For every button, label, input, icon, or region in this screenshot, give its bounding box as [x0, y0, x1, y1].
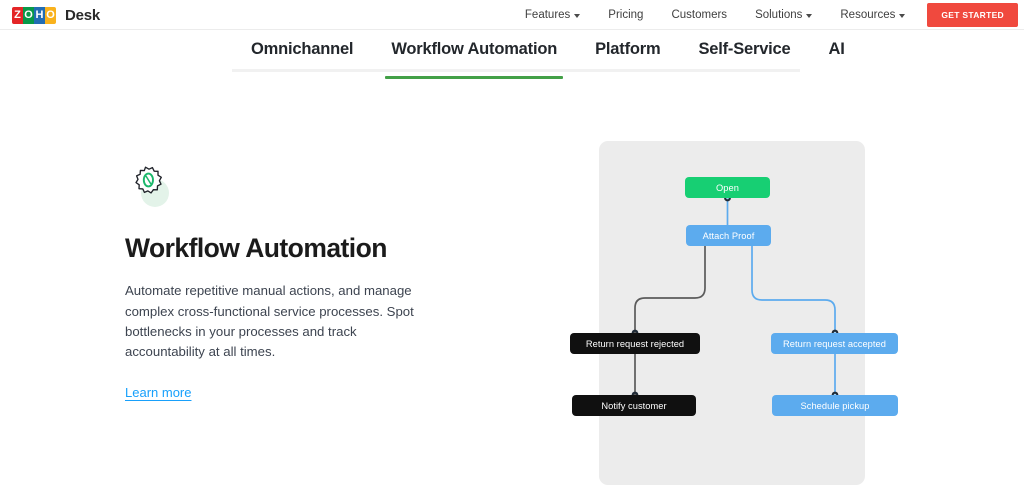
- gear-icon: [125, 163, 171, 209]
- tab-workflow-automation[interactable]: Workflow Automation: [372, 30, 576, 79]
- gear-icon-glyph: [135, 166, 162, 194]
- chevron-down-icon: [806, 14, 813, 18]
- edge-attach-accepted: [751, 246, 836, 333]
- brand[interactable]: Z O H O Desk: [12, 0, 100, 30]
- nav-item-label: Pricing: [608, 9, 644, 21]
- edge-attach-rejected: [634, 246, 706, 333]
- tab-self-service[interactable]: Self-Service: [698, 40, 791, 58]
- chevron-down-icon: [574, 14, 581, 18]
- tab-omnichannel[interactable]: Omnichannel: [251, 40, 354, 58]
- diagram-node-return-request-rejected[interactable]: Return request rejected: [570, 333, 700, 354]
- nav-item-label: Solutions: [755, 9, 803, 21]
- feature-tabstrip: Omnichannel Workflow Automation Platform…: [0, 30, 1024, 79]
- diagram-connectors: [631, 194, 839, 399]
- get-started-button[interactable]: GET STARTED: [927, 3, 1018, 27]
- page-title: Workflow Automation: [125, 233, 387, 263]
- diagram-node-schedule-pickup[interactable]: Schedule pickup: [772, 395, 898, 416]
- nav-item-label: Customers: [671, 9, 728, 21]
- nav-item-label: Features: [524, 9, 571, 21]
- diagram-node-return-request-accepted[interactable]: Return request accepted: [771, 333, 898, 354]
- top-header: Z O H O Desk Features Pricing Customers …: [0, 0, 1024, 30]
- nav-item-solutions[interactable]: Solutions: [741, 0, 826, 30]
- nav-item-pricing[interactable]: Pricing: [594, 0, 657, 30]
- feature-description: Automate repetitive manual actions, and …: [125, 283, 414, 359]
- diagram-node-notify-customer[interactable]: Notify customer: [572, 395, 696, 416]
- nav-item-resources[interactable]: Resources: [826, 0, 919, 30]
- zoho-logo-icon: Z O H O: [12, 6, 56, 24]
- workflow-diagram: Open Attach Proof Return request rejecte…: [560, 130, 1024, 485]
- zoho-logo-letter-o1: O: [23, 6, 34, 24]
- tabstrip-baseline: [232, 69, 800, 72]
- feature-detail-panel: Workflow Automation Automate repetitive …: [125, 163, 455, 402]
- diagram-node-attach-proof[interactable]: Attach Proof: [686, 225, 771, 246]
- tab-platform[interactable]: Platform: [595, 40, 661, 58]
- primary-navigation: Features Pricing Customers Solutions Res…: [511, 0, 1020, 30]
- nav-item-features[interactable]: Features: [511, 0, 594, 30]
- zoho-logo-letter-h: H: [34, 6, 45, 24]
- diagram-node-open[interactable]: Open: [685, 177, 770, 198]
- tab-ai[interactable]: AI: [828, 40, 845, 58]
- learn-more-link[interactable]: Learn more: [125, 384, 192, 400]
- nav-item-label: Resources: [840, 9, 896, 21]
- product-name: Desk: [65, 6, 101, 24]
- nav-item-customers[interactable]: Customers: [657, 0, 741, 30]
- zoho-logo-letter-o2: O: [45, 6, 56, 24]
- zoho-logo-letter-z: Z: [12, 6, 23, 24]
- chevron-down-icon: [899, 14, 906, 18]
- diagram-backdrop-panel: [599, 141, 865, 485]
